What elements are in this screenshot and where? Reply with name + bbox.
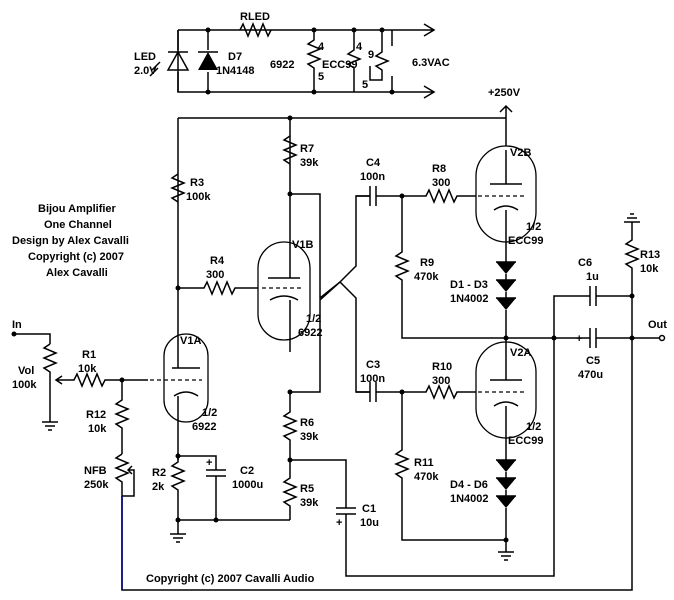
r12-name: R12 bbox=[86, 409, 106, 421]
r12-value: 10k bbox=[88, 423, 107, 435]
c1-value: 10u bbox=[360, 517, 379, 529]
r6-name: R6 bbox=[300, 417, 314, 429]
c6-value: 1u bbox=[586, 271, 599, 283]
r11-value: 470k bbox=[414, 471, 439, 483]
d7-name: D7 bbox=[228, 51, 242, 63]
c4-name: C4 bbox=[366, 157, 381, 169]
lower-output-section bbox=[356, 335, 557, 561]
v2b-type: ECC99 bbox=[508, 235, 543, 247]
heater-ecc99-pin5: 5 bbox=[362, 79, 368, 91]
r4-name: R4 bbox=[210, 255, 225, 267]
r5-name: R5 bbox=[300, 483, 314, 495]
bplus-label: +250V bbox=[488, 87, 521, 99]
input-label: In bbox=[12, 319, 22, 331]
r6-value: 39k bbox=[300, 431, 319, 443]
heater-supply bbox=[149, 22, 436, 99]
title-line5: Alex Cavalli bbox=[46, 267, 108, 279]
r10-name: R10 bbox=[432, 361, 452, 373]
c2-value: 1000u bbox=[232, 479, 263, 491]
d4d6-name: D4 - D6 bbox=[450, 479, 488, 491]
r3-name: R3 bbox=[190, 177, 204, 189]
r13-name: R13 bbox=[640, 249, 660, 261]
heater-voltage-label: 6.3VAC bbox=[412, 57, 450, 69]
title-line3: Design by Alex Cavalli bbox=[12, 235, 129, 247]
c5-name: C5 bbox=[586, 355, 600, 367]
output-network bbox=[121, 213, 666, 591]
r10-value: 300 bbox=[432, 375, 450, 387]
r5-value: 39k bbox=[300, 497, 319, 509]
tube-v1b bbox=[257, 118, 311, 352]
d1d3-value: 1N4002 bbox=[450, 293, 489, 305]
footer-copyright: Copyright (c) 2007 Cavalli Audio bbox=[146, 573, 315, 585]
output-label: Out bbox=[648, 319, 667, 331]
r7-name: R7 bbox=[300, 143, 314, 155]
v1a-half: 1/2 bbox=[202, 407, 217, 419]
r8-name: R8 bbox=[432, 163, 446, 175]
d1d3-name: D1 - D3 bbox=[450, 279, 488, 291]
r1-value: 10k bbox=[78, 363, 97, 375]
v2b-name: V2B bbox=[510, 147, 531, 159]
heater-ecc99-pin4: 4 bbox=[356, 41, 363, 53]
r11-name: R11 bbox=[414, 457, 434, 469]
rled-name: RLED bbox=[240, 11, 270, 23]
r3-resistor bbox=[170, 173, 186, 203]
heater-6922-label: 6922 bbox=[270, 59, 294, 71]
r9-value: 470k bbox=[414, 271, 439, 283]
r4-value: 300 bbox=[206, 269, 224, 281]
heater-6922-pin4: 4 bbox=[318, 41, 325, 53]
v1b-half: 1/2 bbox=[306, 313, 321, 325]
v1a-cathode-network bbox=[170, 453, 290, 543]
v1b-type: 6922 bbox=[298, 327, 322, 339]
d4d6-value: 1N4002 bbox=[450, 493, 489, 505]
v2a-name: V2A bbox=[510, 347, 531, 359]
r8-value: 300 bbox=[432, 177, 450, 189]
r3-value: 100k bbox=[186, 191, 211, 203]
c4-value: 100n bbox=[360, 171, 385, 183]
r1-name: R1 bbox=[82, 349, 96, 361]
c2-plus: + bbox=[206, 457, 212, 469]
c3-name: C3 bbox=[366, 359, 380, 371]
upper-output-section bbox=[356, 145, 554, 341]
c5-plus: + bbox=[576, 333, 582, 345]
vol-name: Vol bbox=[18, 365, 34, 377]
vol-value: 100k bbox=[12, 379, 37, 391]
c1-plus: + bbox=[336, 517, 342, 529]
r4-resistor bbox=[178, 280, 262, 296]
tube-v1a bbox=[150, 118, 209, 460]
nfb-value: 250k bbox=[84, 479, 109, 491]
c5-value: 470u bbox=[578, 369, 603, 381]
v2b-half: 1/2 bbox=[526, 221, 541, 233]
v2a-half: 1/2 bbox=[526, 421, 541, 433]
title-line4: Copyright (c) 2007 bbox=[28, 251, 124, 263]
nfb-name: NFB bbox=[84, 465, 107, 477]
c6-name: C6 bbox=[578, 257, 592, 269]
d7-value: 1N4148 bbox=[216, 65, 255, 77]
r7-value: 39k bbox=[300, 157, 319, 169]
heater-ecc99-label: ECC99 bbox=[322, 59, 357, 71]
c3-value: 100n bbox=[360, 373, 385, 385]
c2-name: C2 bbox=[240, 465, 254, 477]
v1b-name: V1B bbox=[292, 239, 313, 251]
input-stage bbox=[11, 331, 148, 497]
c1-name: C1 bbox=[362, 503, 376, 515]
r13-value: 10k bbox=[640, 263, 659, 275]
v2a-type: ECC99 bbox=[508, 435, 543, 447]
title-line2: One Channel bbox=[44, 219, 112, 231]
r2-value: 2k bbox=[152, 481, 165, 493]
v1a-type: 6922 bbox=[192, 421, 216, 433]
led-name: LED bbox=[134, 51, 156, 63]
title-line1: Bijou Amplifier bbox=[38, 203, 117, 215]
r2-name: R2 bbox=[152, 467, 166, 479]
heater-6922-pin5: 5 bbox=[318, 71, 324, 83]
r9-name: R9 bbox=[420, 257, 434, 269]
led-value: 2.0V bbox=[134, 65, 157, 77]
heater-ecc99-pin9: 9 bbox=[368, 49, 374, 61]
bplus-rail bbox=[178, 104, 513, 150]
v1b-load-chain bbox=[282, 135, 590, 577]
v1a-name: V1A bbox=[180, 335, 201, 347]
